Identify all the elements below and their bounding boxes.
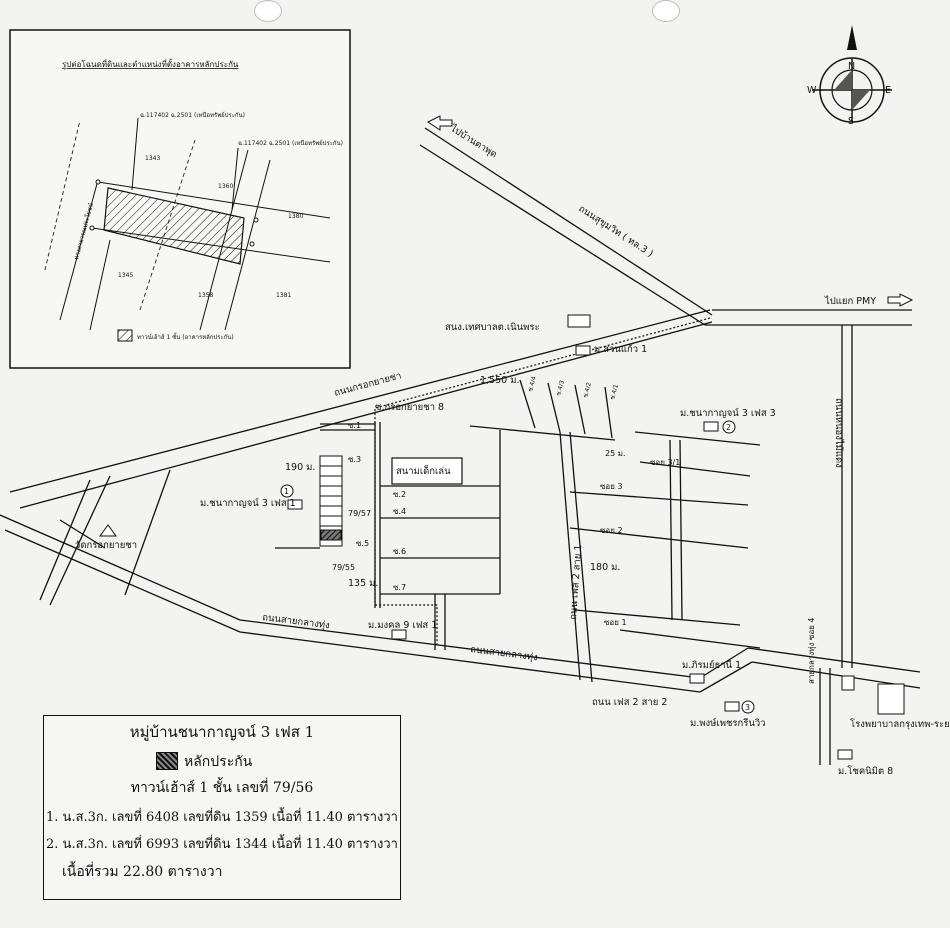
label-soi-3: ซอย 3: [600, 482, 623, 491]
chanakan-3-phase-3-icon: [703, 421, 719, 432]
legend-townhouse: ทาวน์เฮ้าส์ 1 ชั้น เลขที่ 79/56: [130, 780, 314, 796]
label-chanakan-3-phase-3: ม.ชนากาญจน์ 3 เฟส 3: [680, 407, 776, 419]
label-s1: ซ.1: [348, 421, 361, 430]
playground-box: [391, 457, 463, 485]
label-s4: ซ.4: [393, 507, 406, 516]
lot-1345: 1345: [118, 272, 133, 279]
compass-w: W: [807, 85, 817, 96]
house-79-57: 79/57: [348, 509, 371, 518]
lot-1380: 1380: [288, 213, 303, 220]
legend-deed-2: 2. น.ส.3ก. เลขที่ 6993 เลขที่ดิน 1344 เน…: [46, 837, 398, 852]
dist-135: 135 ม.: [348, 578, 378, 589]
road-network: [0, 127, 921, 765]
lot-1381: 1381: [276, 292, 291, 299]
compass-s: S: [848, 116, 854, 127]
house-79-55: 79/55: [332, 563, 355, 572]
inset-deed-1: ฉ.117402 ฉ.2501 (เหนือทรัพย์ประกัน): [140, 111, 245, 119]
chanakan-3-phase-1-icon: [287, 499, 303, 510]
label-s-4-1: ซ.4/1: [609, 383, 620, 400]
legend-box: หมู่บ้านชนากาญจน์ 3 เฟส 1 หลักประกัน ทาว…: [43, 715, 401, 900]
label-school: สนง.เทศบาลต.เนินพระ: [445, 322, 540, 333]
temple-icon: [99, 524, 117, 537]
label-s2: ซ.2: [393, 490, 406, 499]
lot-1343: 1343: [145, 155, 160, 162]
collateral-unit: [320, 529, 342, 541]
phongpetch-icon: [724, 701, 740, 712]
punch-hole-right: [652, 0, 680, 22]
label-s-4-2: ซ.4/2: [582, 381, 593, 398]
legend-title: หมู่บ้านชนากาญจน์ 3 เฟส 1: [129, 723, 315, 741]
compass-rose: N S E W: [807, 25, 892, 127]
label-sai-klang-thung-1: ถนนสายกลางทุ่ง: [262, 612, 331, 631]
label-hospital: โรงพยาบาลกรุงเทพ-ระยอง: [850, 718, 950, 730]
dist-1550: 1,550 ม.: [480, 375, 520, 386]
marker-2: 2: [722, 420, 736, 434]
dist-180: 180 ม.: [590, 562, 620, 573]
label-soi-3-1: ซอย 3/1: [650, 458, 680, 467]
label-sai-klang-thung-2: ถนนสายกลางทุ่ง: [470, 644, 539, 663]
inset-map: รูปต่อโฉนดที่ดินและตำแหน่งที่ตั้งอาคารหล…: [9, 29, 351, 369]
collateral-parcel: [103, 187, 245, 265]
seven-eleven-icon: [841, 675, 855, 691]
lot-1360: 1360: [218, 183, 233, 190]
label-pirom-1: ม.ภิรมย์ธานี 1: [682, 659, 741, 671]
marker-3: 3: [741, 700, 755, 714]
label-nong-kraok: ถนนหนองไม้แดง: [833, 398, 845, 468]
svg-text:1: 1: [284, 487, 289, 496]
svg-text:2: 2: [726, 423, 731, 432]
label-phongpetch: ม.พงษ์เพชรกรีนวิว: [690, 717, 766, 729]
svg-text:3: 3: [745, 703, 750, 712]
label-s6: ซ.6: [393, 547, 406, 556]
dist-190: 190 ม.: [285, 462, 315, 473]
lot-1358: 1358: [198, 292, 213, 299]
label-phet-2-sai-1: ถนน เฟส 2 สาย 1: [568, 544, 584, 620]
label-playground: สนามเด็กเล่น: [396, 464, 451, 477]
label-s-4-3: ซ.4/3: [555, 379, 566, 396]
legend-total: เนื้อที่รวม 22.80 ตารางวา: [62, 864, 223, 880]
pirom-1-icon: [689, 673, 705, 684]
label-soi-1: ซอย 1: [604, 618, 627, 627]
chok-nimit-icon: [837, 749, 853, 760]
compass-n: N: [848, 61, 855, 72]
label-phet-2-sai-2: ถนน เฟส 2 สาย 2: [592, 697, 667, 708]
label-s3: ซ.3: [348, 455, 361, 464]
label-s5: ซ.5: [356, 539, 369, 548]
legend-deed-1: 1. น.ส.3ก. เลขที่ 6408 เลขที่ดิน 1359 เน…: [46, 810, 398, 825]
arrow-to-ban-phe: [427, 115, 453, 131]
label-to-ban-phe: ไปบ้านตาพุด: [448, 122, 500, 161]
inset-title: รูปต่อโฉนดที่ดินและตำแหน่งที่ตั้งอาคารหล…: [62, 58, 239, 70]
label-soi-krok-8: ซ.กรอกยายชา 8: [375, 402, 444, 413]
inset-legend-text: ทาวน์เฮ้าส์ 1 ชั้น (อาคารหลักประกัน): [137, 331, 234, 341]
collateral-swatch: [156, 752, 178, 770]
marker-1: 1: [280, 484, 294, 498]
arrow-to-pmy: [887, 293, 914, 307]
label-chok-nimit: ม.โชคนิมิต 8: [838, 765, 893, 777]
label-chanakan-3-phase-1: ม.ชนากาญจน์ 3 เฟส 1: [200, 497, 296, 509]
hospital-icon: [877, 683, 905, 715]
label-s-4-4: ซ.4/4: [527, 375, 538, 392]
label-mongkol-9: ม.มงคล 9 เฟส 1: [368, 620, 437, 631]
townhouse-row: [319, 455, 343, 547]
school-icon: [567, 314, 591, 328]
inset-deed-2: ฉ.117402 ฉ.2501 (เหนือทรัพย์ประกัน): [238, 139, 343, 147]
label-s7: ซ.7: [393, 583, 406, 592]
label-sai-klang-thung-soi4: สายกลางทุ่ง ซอย 4: [807, 618, 816, 684]
label-suan-kaew: ม.สวนแก้ว 1: [594, 344, 647, 355]
compass-e: E: [885, 85, 891, 96]
label-krok-yai-cha: ถนนกรอกยายชา: [333, 370, 403, 399]
mongkol-9-icon: [391, 629, 407, 640]
label-wat: วัดกรอกยายชา: [75, 540, 137, 551]
dist-25: 25 ม.: [605, 449, 626, 458]
punch-hole-left: [254, 0, 282, 22]
suan-kaew-icon: [575, 345, 591, 356]
label-soi-2: ซอย 2: [600, 526, 623, 535]
legend-collateral: หลักประกัน: [184, 754, 253, 770]
label-to-pmy: ไปแยก PMY: [824, 295, 876, 307]
